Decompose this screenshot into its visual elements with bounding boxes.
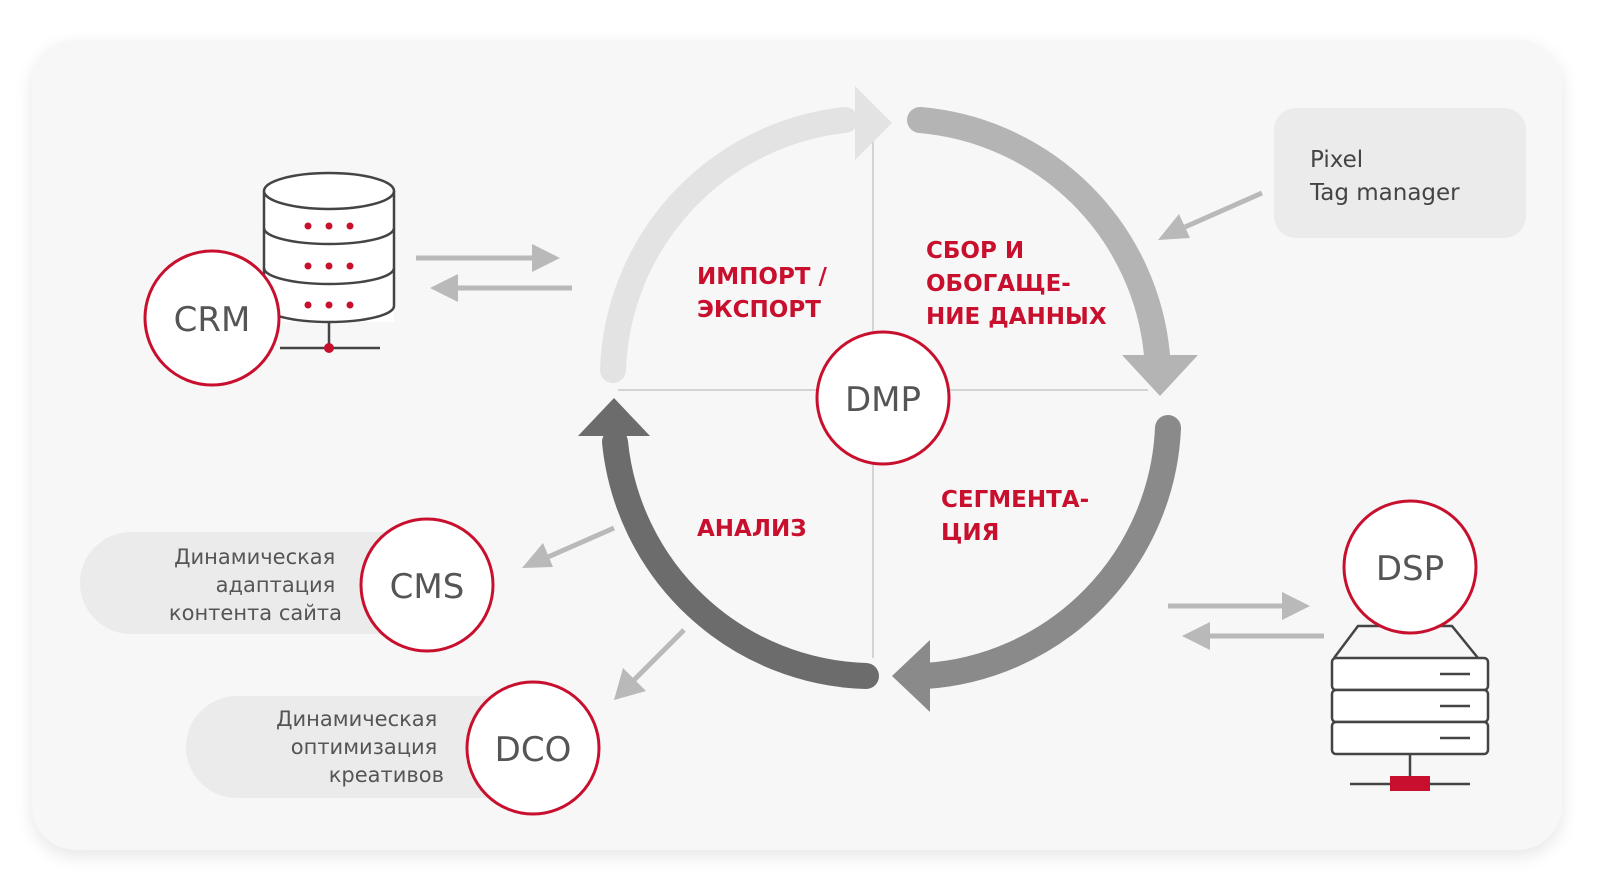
database-icon	[262, 171, 396, 350]
dco-caption: Динамическая оптимизация креативов	[276, 707, 444, 787]
crm-connector	[416, 244, 572, 302]
dsp-node: DSP	[1342, 499, 1478, 635]
arc-analysis	[602, 429, 879, 689]
sector-import-export: ИМПОРТ / ЭКСПОРТ	[697, 264, 835, 323]
dmp-circle	[815, 330, 951, 466]
arrowhead-collect	[1122, 355, 1198, 396]
cycle-arrows	[600, 107, 1181, 689]
dsp-connector	[1168, 592, 1324, 650]
cms-arrow	[522, 525, 616, 568]
arc-segmentation	[912, 415, 1181, 689]
cycle-arrowheads	[578, 86, 1198, 712]
server-base-marker	[1390, 776, 1430, 791]
database-dots	[304, 222, 354, 353]
dco-label: DCO	[495, 730, 572, 770]
crm-label: CRM	[174, 300, 251, 340]
arc-import-export	[600, 107, 858, 383]
cms-circle	[359, 517, 495, 653]
arrowhead-import-export	[855, 86, 892, 160]
pixel-box-bg	[1274, 108, 1526, 238]
arc-collect	[907, 107, 1170, 368]
cms-label: CMS	[390, 567, 465, 607]
sector-segmentation: СЕГМЕНТА- ЦИЯ	[941, 487, 1097, 546]
sector-collect: СБОР И ОБОГАЩЕ- НИЕ ДАННЫХ	[926, 238, 1107, 330]
dsp-circle	[1342, 499, 1478, 635]
arrowhead-segmentation	[892, 640, 930, 712]
arrowhead-analysis	[578, 398, 650, 436]
pixel-arrow	[1158, 190, 1264, 240]
dco-node: Динамическая оптимизация креативов DCO	[186, 680, 601, 816]
dmp-node: DMP	[815, 330, 951, 466]
cms-caption: Динамическая адаптация контента сайта	[169, 545, 342, 625]
dsp-label: DSP	[1376, 549, 1444, 589]
cms-node: Динамическая адаптация контента сайта CM…	[80, 517, 495, 653]
crm-node: CRM	[143, 249, 281, 387]
dco-arrow	[614, 628, 686, 700]
crm-circle	[143, 249, 281, 387]
pixel-box-text: Pixel Tag manager	[1309, 147, 1460, 206]
dco-circle	[465, 680, 601, 816]
sector-analysis: АНАЛИЗ	[697, 516, 807, 542]
dmp-label: DMP	[845, 380, 921, 420]
pixel-tag-manager-box: Pixel Tag manager	[1274, 108, 1526, 238]
server-icon	[1330, 624, 1490, 786]
